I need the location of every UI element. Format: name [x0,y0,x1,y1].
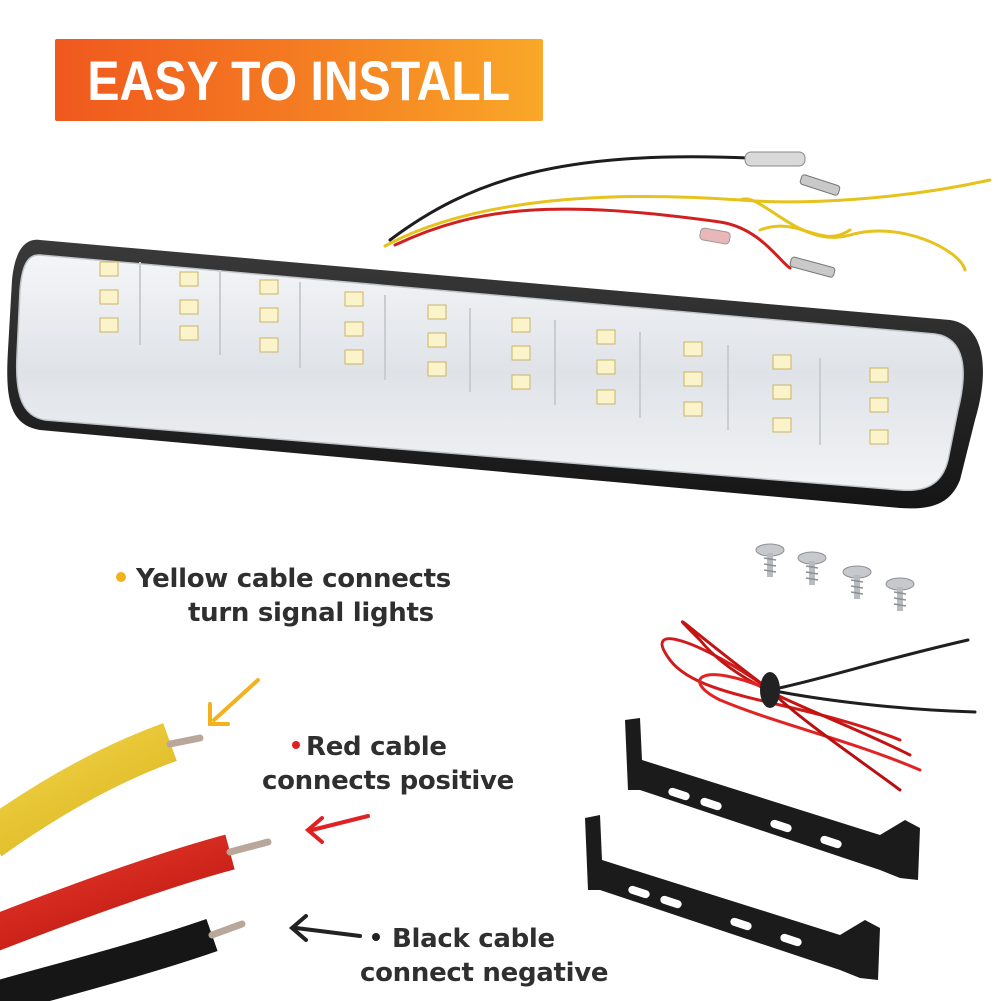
yellow-caption-line2: turn signal lights [188,598,434,628]
red-caption-line1: Red cable [306,732,447,762]
black-dot-icon [372,932,380,941]
led-chip-row [99,261,889,445]
led-bar-icon [7,239,983,509]
red-caption-line2: connects positive [262,766,514,796]
mounting-bracket-icon [585,718,920,980]
red-arrow-icon [304,814,370,844]
red-cable-caption: Red cable connects positive [262,730,514,798]
yellow-cable-icon [0,723,204,857]
led-bar-wires [383,155,992,272]
yellow-cable-caption: Yellow cable connects turn signal lights [116,562,451,630]
yellow-dot-icon [116,571,126,582]
lens-ridges [139,262,821,445]
black-cable-caption: Black cable connect negative [360,922,609,990]
black-caption-line1: Black cable [392,924,555,954]
easy-install-banner: EASY TO INSTALL [55,39,543,121]
black-caption-line2: connect negative [360,958,609,988]
red-dot-icon [292,740,300,749]
red-cable-icon [0,834,272,951]
yellow-caption-line1: Yellow cable connects [136,564,451,594]
screw-icon [755,543,915,611]
yellow-arrow-icon [208,678,260,726]
banner-title: EASY TO INSTALL [87,48,511,112]
wire-harness-icon [660,620,977,792]
black-arrow-icon [288,914,362,942]
wire-terminal-icon [699,151,841,278]
black-cable-icon [0,918,246,1001]
